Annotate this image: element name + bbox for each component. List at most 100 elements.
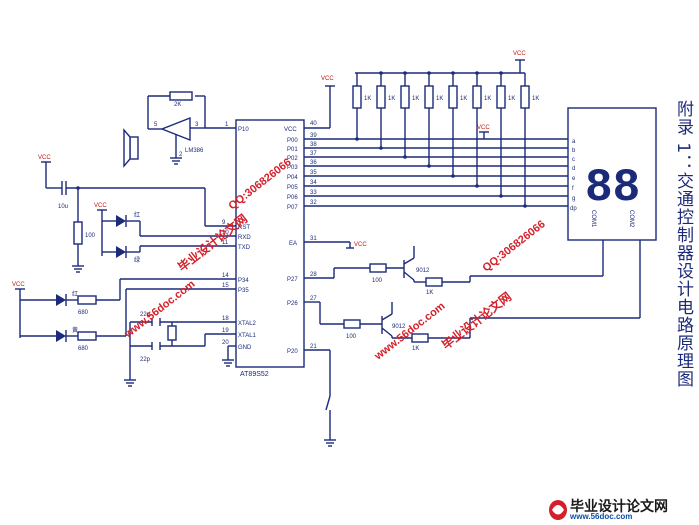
svg-text:1K: 1K <box>388 96 395 102</box>
transistor-driver-2: 100 9012 1K <box>319 302 471 352</box>
footer-brand: 毕业设计论文网 <box>570 499 668 515</box>
svg-text:XTAL2: XTAL2 <box>238 321 257 327</box>
svg-text:a: a <box>572 139 576 145</box>
svg-text:P02: P02 <box>287 156 298 162</box>
svg-text:XTAL1: XTAL1 <box>238 333 257 339</box>
svg-text:39: 39 <box>310 133 317 139</box>
svg-text:33: 33 <box>310 190 317 196</box>
svg-text:34: 34 <box>310 180 317 186</box>
svg-text:红: 红 <box>72 290 78 298</box>
svg-text:VCC: VCC <box>94 203 107 209</box>
svg-text:P04: P04 <box>287 175 298 181</box>
page-title: 附录 1：交通控制器设计电路原理图 <box>673 100 693 389</box>
svg-text:28: 28 <box>310 272 317 278</box>
svg-text:g: g <box>572 196 575 202</box>
svg-text:1K: 1K <box>460 96 467 102</box>
svg-text:P05: P05 <box>287 185 298 191</box>
svg-text:1K: 1K <box>436 96 443 102</box>
svg-text:VCC: VCC <box>513 51 526 57</box>
svg-text:31: 31 <box>310 236 317 242</box>
svg-text:1K: 1K <box>426 290 433 296</box>
svg-text:32: 32 <box>310 200 317 206</box>
svg-text:2: 2 <box>179 152 183 158</box>
svg-text:1K: 1K <box>412 346 419 352</box>
svg-text:VCC: VCC <box>477 125 490 131</box>
svg-text:1K: 1K <box>532 96 539 102</box>
led-pair-upper: VCC 红 绿 <box>94 203 205 264</box>
svg-text:P20: P20 <box>287 349 298 355</box>
display-common-wires <box>470 240 641 319</box>
vcc-pin40: VCC <box>321 76 335 128</box>
svg-text:LM386: LM386 <box>185 148 204 154</box>
svg-text:www.56doc.com: www.56doc.com <box>122 278 198 341</box>
svg-text:VCC: VCC <box>321 76 334 82</box>
svg-text:1K: 1K <box>412 96 419 102</box>
svg-text:COM1: COM1 <box>590 210 596 228</box>
svg-text:b: b <box>572 148 576 154</box>
svg-text:P34: P34 <box>238 278 249 284</box>
mcu-name: AT89S52 <box>240 371 269 378</box>
svg-text:2K: 2K <box>174 102 181 108</box>
svg-text:20: 20 <box>222 340 229 346</box>
svg-text:RXD: RXD <box>238 235 251 241</box>
footer-url[interactable]: www.56doc.com <box>570 512 633 521</box>
svg-text:38: 38 <box>310 142 317 148</box>
svg-text:绿: 绿 <box>134 256 140 264</box>
led-pair-lower: VCC 红 680 黄 680 <box>12 278 205 352</box>
svg-text:22p: 22p <box>140 312 151 318</box>
svg-text:P27: P27 <box>287 277 298 283</box>
svg-text:36: 36 <box>310 160 317 166</box>
svg-text:1K: 1K <box>484 96 491 102</box>
svg-text:e: e <box>572 176 576 182</box>
svg-text:d: d <box>572 166 575 172</box>
mcu-body <box>235 119 305 368</box>
svg-text:40: 40 <box>310 121 317 127</box>
svg-text:9012: 9012 <box>416 268 430 274</box>
svg-text:VCC: VCC <box>284 127 297 133</box>
audio-amp: 3 LM386 2K 5 2 <box>123 91 206 168</box>
svg-text:COM2: COM2 <box>628 210 634 228</box>
svg-text:10: 10 <box>222 230 229 236</box>
svg-text:P06: P06 <box>287 195 298 201</box>
push-button <box>324 350 336 447</box>
svg-text:红: 红 <box>134 211 140 219</box>
svg-text:100: 100 <box>372 278 383 284</box>
reset-circuit: VCC 10u 100 <box>38 155 206 273</box>
seven-segment-display: a b c d e f g dp 88 COM1 COM2 <box>567 107 657 241</box>
svg-text:22p: 22p <box>140 357 151 363</box>
svg-text:QQ:306826066: QQ:306826066 <box>480 218 547 274</box>
seg-digits: 88 <box>585 162 640 214</box>
watermark-group-right: 毕业设计论文网 www.56doc.com QQ:306826066 <box>372 218 548 363</box>
transistor-driver-1: 100 9012 1K <box>333 246 471 296</box>
svg-text:9012: 9012 <box>392 324 406 330</box>
svg-text:P00: P00 <box>287 138 298 144</box>
svg-text:P10: P10 <box>238 127 249 133</box>
svg-text:毕业设计论文网: 毕业设计论文网 <box>439 289 514 353</box>
svg-text:10u: 10u <box>58 204 68 210</box>
svg-text:9: 9 <box>222 220 226 226</box>
footer-logo-icon <box>549 500 567 520</box>
svg-text:P35: P35 <box>238 288 249 294</box>
svg-text:GND: GND <box>238 345 252 351</box>
svg-text:VCC: VCC <box>354 242 367 248</box>
svg-text:19: 19 <box>222 328 229 334</box>
svg-text:37: 37 <box>310 151 317 157</box>
mcu-right-pins: 40 VCC 39 P00 38 P01 37 P02 36 P03 35 P0… <box>284 121 575 355</box>
svg-text:18: 18 <box>222 316 229 322</box>
svg-text:VCC: VCC <box>12 282 25 288</box>
svg-text:RST: RST <box>238 225 250 231</box>
crystal-oscillator: 22p 22p <box>124 312 234 387</box>
svg-text:黄: 黄 <box>72 326 78 334</box>
svg-text:100: 100 <box>85 233 96 239</box>
svg-text:15: 15 <box>222 283 229 289</box>
svg-text:21: 21 <box>310 344 317 350</box>
svg-text:f: f <box>572 186 574 192</box>
svg-text:P26: P26 <box>287 301 298 307</box>
svg-text:VCC: VCC <box>38 155 51 161</box>
svg-text:1K: 1K <box>364 96 371 102</box>
svg-text:35: 35 <box>310 170 317 176</box>
svg-text:TXD: TXD <box>238 245 251 251</box>
svg-text:3: 3 <box>195 122 199 128</box>
svg-text:P03: P03 <box>287 165 298 171</box>
